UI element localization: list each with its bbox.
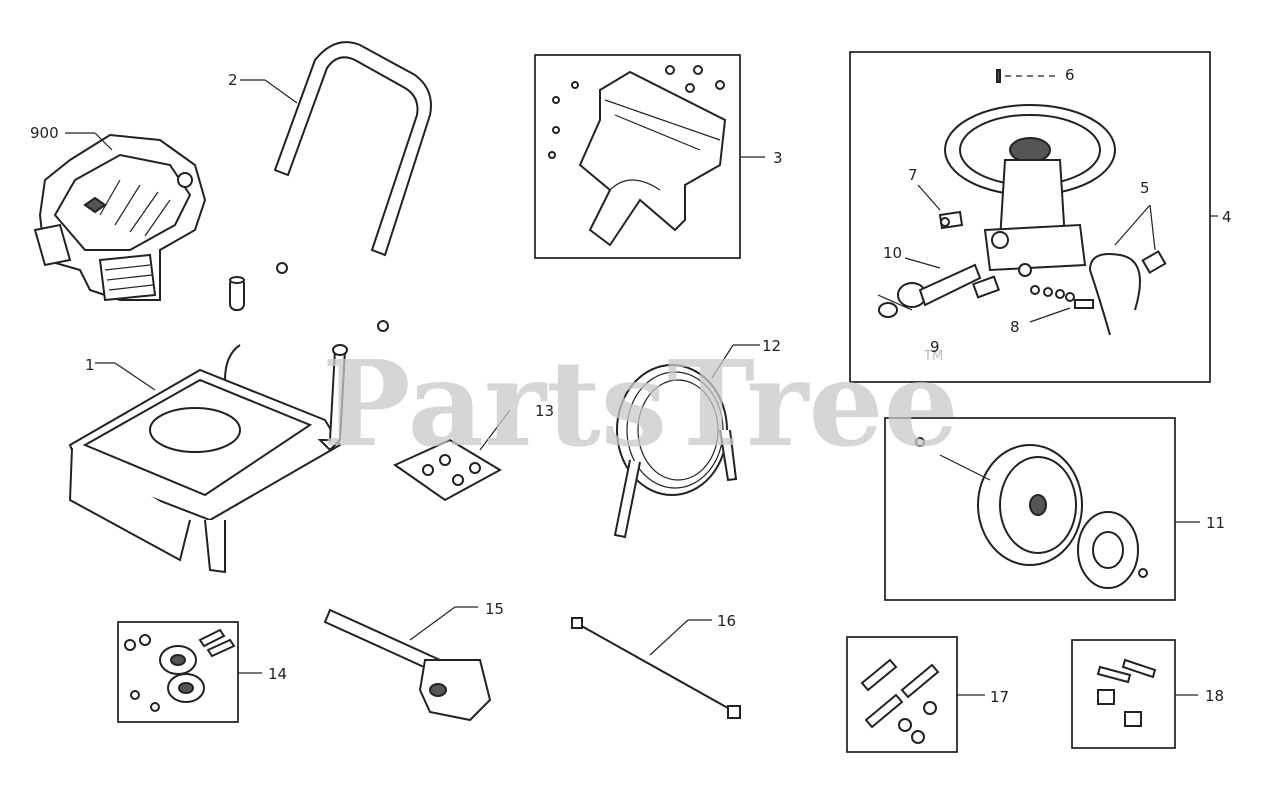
callout-2: 2 [228, 71, 238, 89]
bracket-part[interactable] [548, 65, 727, 247]
callout-12: 12 [762, 337, 781, 355]
callout-15: 15 [485, 600, 504, 618]
callout-6: 6 [1065, 66, 1075, 84]
callout-4: 4 [1222, 208, 1232, 226]
check-valve-part[interactable] [1030, 285, 1094, 309]
pin-part[interactable] [229, 276, 245, 311]
watermark: PartsTree [322, 334, 959, 473]
callout-9: 9 [930, 338, 940, 356]
callout-13: 13 [535, 402, 554, 420]
spray-gun-part[interactable] [323, 608, 492, 722]
callout-3: 3 [773, 149, 783, 167]
callout-11: 11 [1206, 514, 1225, 532]
callout-7: 7 [908, 166, 918, 184]
wand-part[interactable] [571, 617, 741, 719]
hose-inlet-part[interactable] [1088, 250, 1167, 336]
callout-16: 16 [717, 612, 736, 630]
bearing-part[interactable] [124, 628, 236, 712]
engine-part[interactable] [33, 133, 207, 302]
handle-part[interactable] [273, 41, 432, 332]
trademark: TM [923, 349, 943, 364]
callout-900: 900 [30, 124, 59, 142]
wheel-part[interactable] [915, 437, 1148, 589]
callout-10: 10 [883, 244, 902, 262]
nozzle-kit-part[interactable] [392, 438, 503, 502]
high-pressure-hose-part[interactable] [613, 364, 738, 539]
hardware-kit-17-part[interactable] [860, 658, 940, 744]
hardware-kit-18-part[interactable] [1096, 658, 1157, 727]
unloader-part[interactable] [938, 210, 964, 230]
callout-14: 14 [268, 665, 287, 683]
callout-18: 18 [1205, 687, 1224, 705]
callout-8: 8 [1010, 318, 1020, 336]
callout-5: 5 [1140, 179, 1150, 197]
frame-part[interactable] [68, 344, 348, 574]
adapter-part[interactable] [878, 263, 1001, 318]
pump-part[interactable] [944, 104, 1116, 277]
callout-1: 1 [85, 356, 95, 374]
callout-17: 17 [990, 688, 1009, 706]
